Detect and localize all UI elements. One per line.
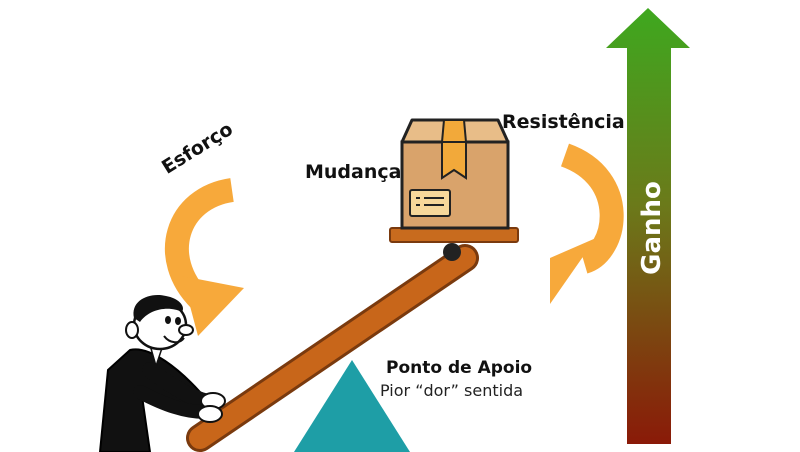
effort-arrow-icon [164, 178, 244, 336]
change-label: Mudança [305, 161, 402, 183]
businessman-pushing-icon [98, 294, 226, 452]
gain-label: Ganho [637, 181, 667, 275]
gain-arrow-icon [606, 8, 690, 444]
box-platform [389, 227, 519, 243]
resistance-label: Resistência [502, 111, 625, 133]
resistance-arrow-icon [550, 143, 624, 304]
cardboard-box-icon [400, 118, 510, 230]
fulcrum-title: Ponto de Apoio [386, 358, 533, 378]
lever-beam [186, 243, 479, 452]
fulcrum-subtitle: Pior “dor” sentida [380, 381, 524, 400]
fulcrum-triangle [294, 360, 410, 452]
